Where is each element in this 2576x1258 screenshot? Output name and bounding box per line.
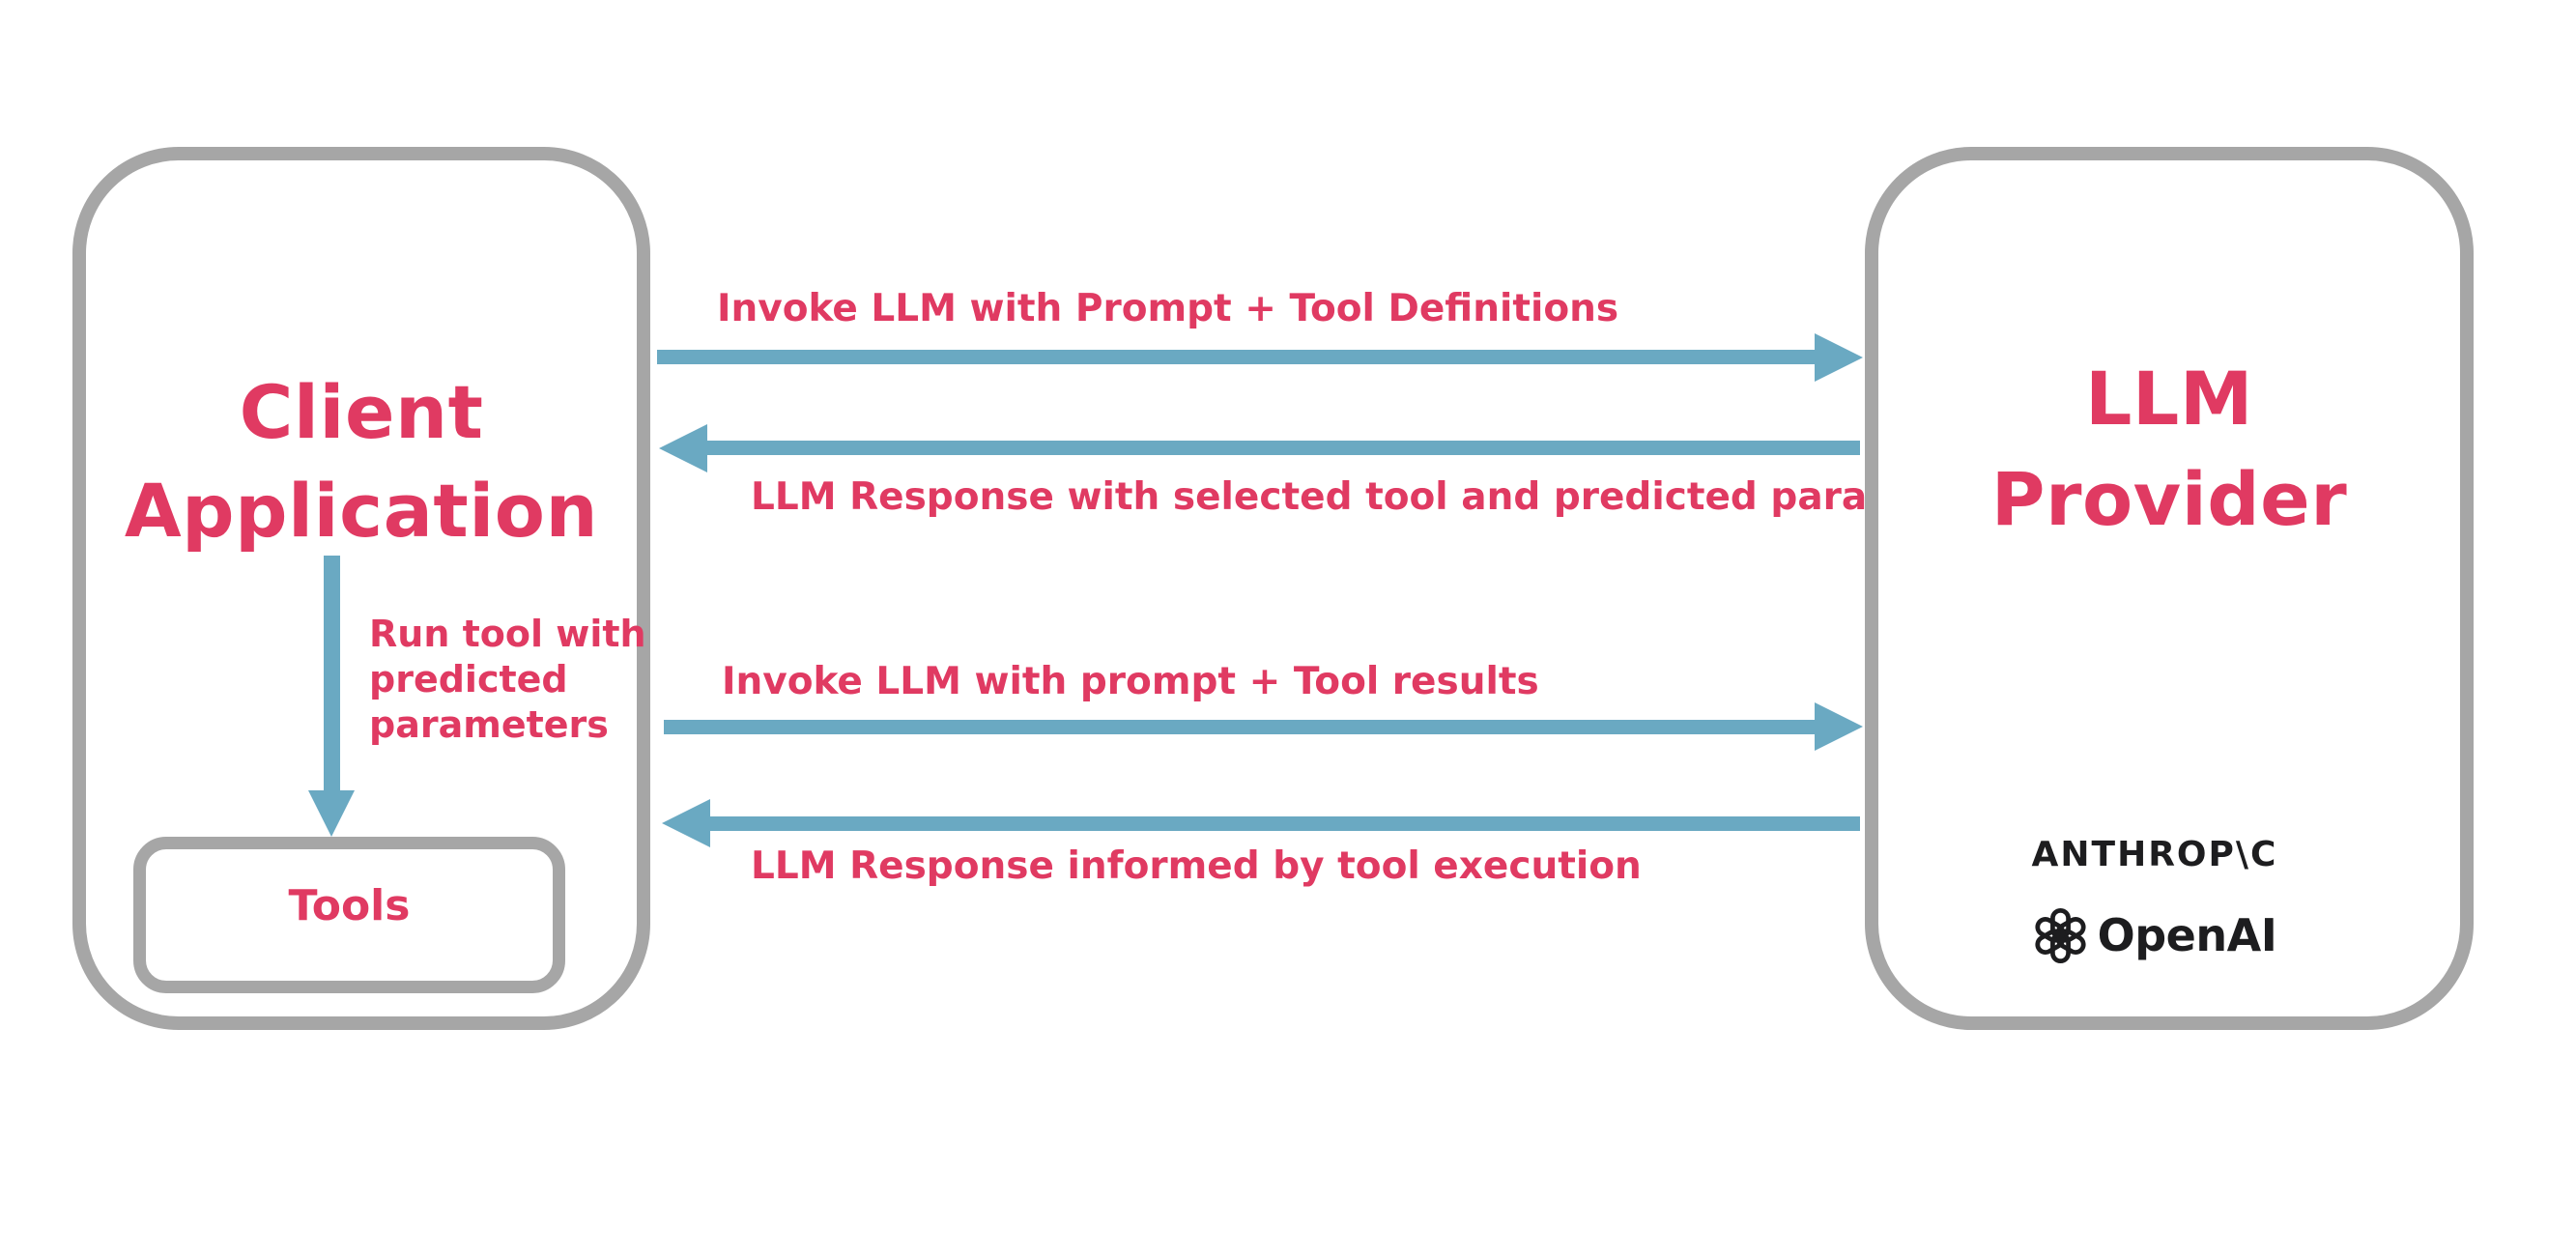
openai-logo: OpenAI	[1865, 906, 2445, 964]
arrow-left-icon	[659, 424, 707, 472]
client-title-line2: Application	[124, 468, 599, 554]
client-title-line1: Client	[239, 369, 484, 455]
arrow-response-1-shaft	[707, 441, 1860, 455]
anthropic-logo: ANTHROP\C	[2031, 835, 2278, 874]
arrow-invoke-1-shaft	[657, 350, 1815, 364]
arrow-invoke-2-shaft	[664, 720, 1815, 734]
label-invoke-llm-results: Invoke LLM with prompt + Tool results	[722, 660, 1539, 703]
openai-flower-icon	[2033, 907, 2088, 963]
label-llm-response-selected-tool: LLM Response with selected tool and pred…	[751, 475, 2017, 519]
llm-provider-title: LLM Provider	[1865, 349, 2474, 550]
llm-provider-box	[1865, 147, 2474, 1030]
client-application-title: Client Application	[72, 363, 650, 560]
label-invoke-llm-definitions: Invoke LLM with Prompt + Tool Definition…	[717, 287, 1619, 330]
arrow-response-2-shaft	[710, 816, 1860, 831]
run-tool-label-line3: parameters	[369, 703, 609, 746]
arrow-right-icon	[1815, 702, 1863, 751]
llm-title-line2: Provider	[1990, 456, 2348, 542]
arrow-left-icon	[662, 799, 710, 847]
label-llm-response-informed: LLM Response informed by tool execution	[751, 844, 1642, 888]
openai-wordmark: OpenAI	[2097, 909, 2277, 961]
run-tool-label-line1: Run tool with	[369, 613, 646, 655]
tools-label: Tools	[288, 881, 411, 930]
arrow-down-icon	[308, 790, 355, 837]
tools-box	[133, 837, 565, 993]
run-tool-arrow-shaft	[324, 556, 340, 790]
run-tool-label: Run tool with predicted parameters	[369, 612, 646, 748]
llm-title-line1: LLM	[2085, 356, 2253, 442]
arrow-right-icon	[1815, 333, 1863, 382]
run-tool-label-line2: predicted	[369, 658, 568, 700]
